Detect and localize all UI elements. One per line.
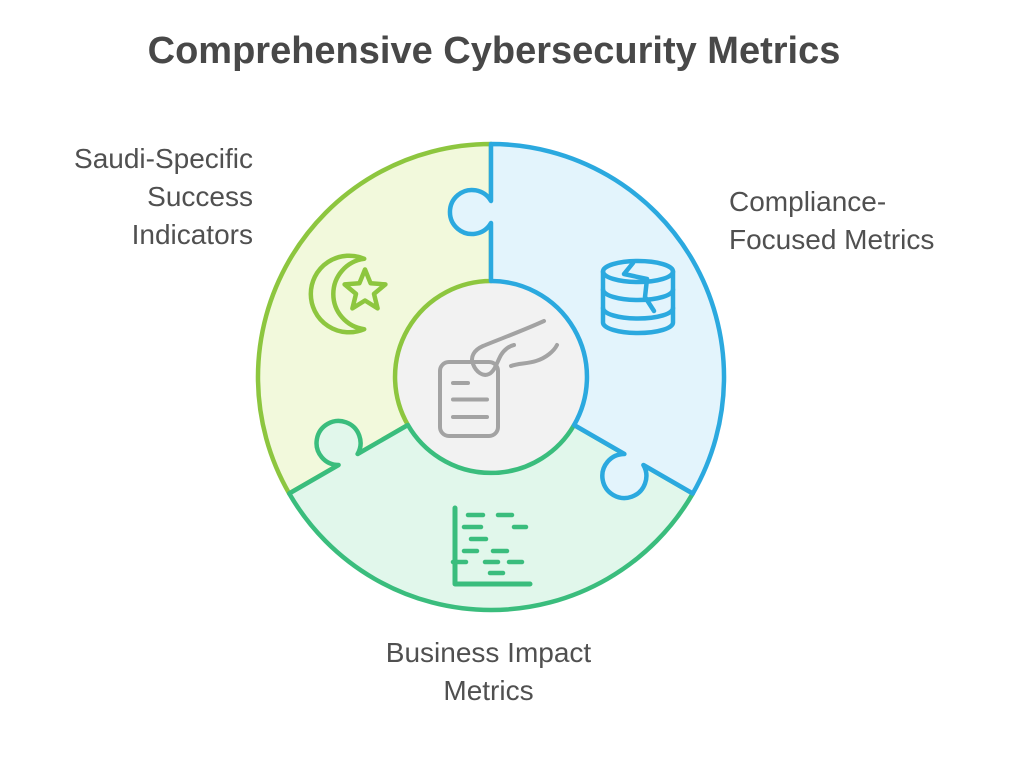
label-line: Success: [147, 181, 253, 212]
label-business-impact-metrics: Business Impact Metrics: [0, 634, 977, 710]
label-saudi-specific-success-indicators: Saudi-Specific Success Indicators: [0, 140, 253, 254]
label-line: Compliance-: [729, 186, 887, 217]
database-icon: [600, 258, 676, 336]
label-line: Indicators: [131, 219, 253, 250]
scatter-chart-icon: [450, 505, 533, 587]
puzzle-segment-compliance: [447, 141, 727, 501]
page-title: Comprehensive Cybersecurity Metrics: [147, 30, 841, 72]
hand-placing-document-icon: [438, 319, 559, 438]
label-line: Metrics: [443, 675, 534, 706]
label-line: Business Impact: [385, 637, 592, 668]
crescent-star-icon: [308, 253, 388, 335]
puzzle-segment-business: [286, 418, 696, 613]
label-compliance-focused-metrics: Compliance- Focused Metrics: [729, 183, 934, 259]
label-line: Focused Metrics: [729, 224, 935, 255]
puzzle-segment-saudi: [255, 141, 494, 496]
label-line: Saudi-Specific: [74, 143, 253, 174]
center-circle: [395, 281, 587, 473]
